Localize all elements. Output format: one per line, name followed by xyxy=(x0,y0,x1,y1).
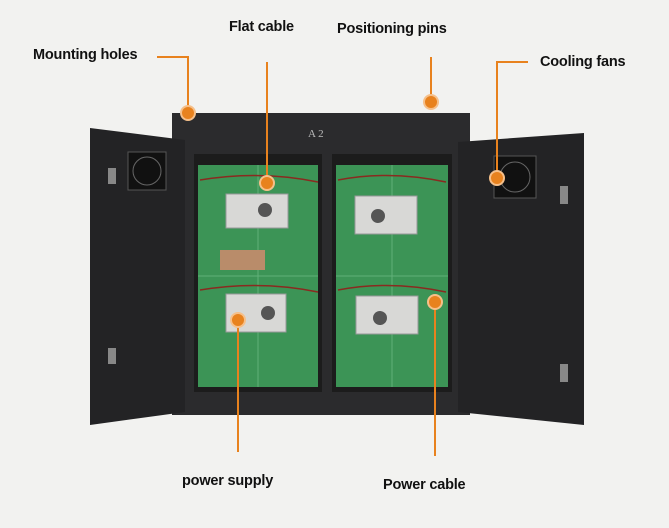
label-cooling-fans: Cooling fans xyxy=(540,54,626,70)
cabinet-marking: A 2 xyxy=(308,128,324,140)
cooling-fan-marker xyxy=(489,170,505,186)
label-mounting-holes: Mounting holes xyxy=(33,47,138,63)
label-flat-cable: Flat cable xyxy=(229,19,294,35)
right-fan-icon xyxy=(493,155,537,199)
label-power-supply: power supply xyxy=(182,473,274,489)
mounting-hole-marker xyxy=(180,105,196,121)
power-supply-marker xyxy=(230,312,246,328)
left-fan-icon xyxy=(127,151,167,191)
flat-cable-marker xyxy=(259,175,275,191)
power-cable-marker xyxy=(427,294,443,310)
receiving-card xyxy=(220,250,265,270)
label-positioning-pins: Positioning pins xyxy=(337,21,447,37)
positioning-pin-marker xyxy=(423,94,439,110)
power-supply-units xyxy=(225,193,419,335)
label-power-cable: Power cable xyxy=(383,477,466,493)
right-door xyxy=(458,133,584,425)
